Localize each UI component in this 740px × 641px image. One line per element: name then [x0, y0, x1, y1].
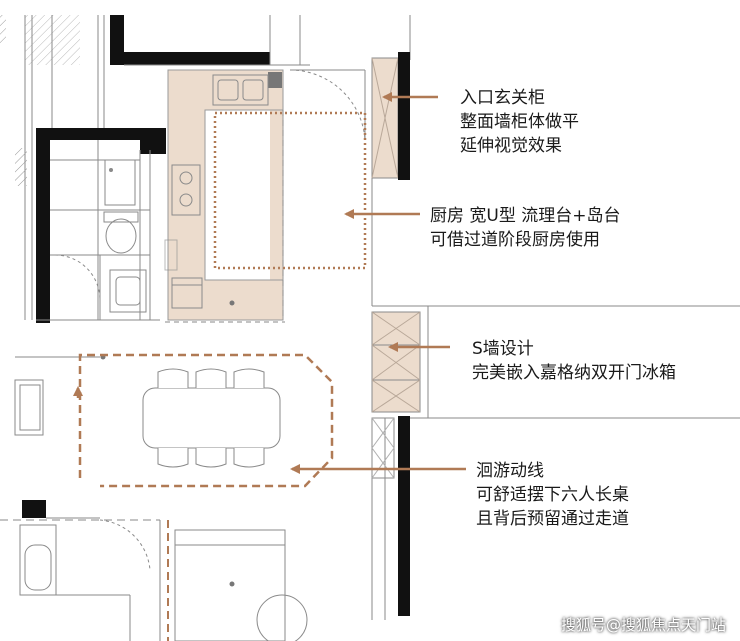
chair-icon	[157, 448, 189, 468]
sink-icon	[212, 74, 269, 106]
oven-icon	[171, 277, 203, 309]
annotation-line: 可舒适摆下六人长桌	[476, 485, 629, 505]
kitchen-counter	[165, 69, 285, 323]
watermark: 搜狐号@搜狐焦点天门站	[560, 616, 726, 634]
annotation-line: 完美嵌入嘉格纳双开门冰箱	[472, 363, 676, 383]
annotation-line: 可借过道阶段厨房使用	[430, 230, 600, 250]
bedroom-bottom	[0, 519, 308, 641]
hatched-wall-top-left	[0, 15, 80, 320]
entry-cabinet	[371, 52, 410, 180]
dining-table	[142, 368, 281, 468]
toilet-icon	[103, 211, 139, 254]
annotation-line: 厨房 宽U型 流理台+岛台	[430, 206, 621, 226]
annotation-line: 且背后预留通过走道	[476, 509, 629, 529]
annotation-line: 整面墙柜体做平	[460, 112, 579, 132]
chair-icon	[195, 368, 227, 388]
annotation-entry-cabinet: 入口玄关柜 整面墙柜体做平 延伸视觉效果	[460, 86, 579, 158]
annotation-kitchen: 厨房 宽U型 流理台+岛台 可借过道阶段厨房使用	[430, 204, 621, 252]
washbasin-icon	[109, 239, 178, 313]
top-wall	[97, 15, 411, 320]
stove-icon	[171, 164, 201, 216]
bathroom	[15, 128, 166, 323]
annotation-line: 洄游动线	[476, 461, 544, 481]
chair-icon	[195, 448, 227, 468]
annotation-line: S墙设计	[472, 339, 534, 359]
chair-icon	[233, 368, 265, 388]
left-wall-lower	[14, 354, 106, 519]
annotation-circulation: 洄游动线 可舒适摆下六人长桌 且背后预留通过走道	[476, 459, 629, 531]
annotation-line: 延伸视觉效果	[460, 136, 562, 156]
chair-icon	[233, 448, 265, 468]
annotation-line: 入口玄关柜	[460, 88, 545, 108]
annotation-s-wall: S墙设计 完美嵌入嘉格纳双开门冰箱	[472, 337, 676, 385]
refrigerator	[371, 311, 421, 479]
chair-icon	[157, 368, 189, 388]
kitchen-island-outline	[213, 111, 367, 270]
entry-door	[289, 69, 366, 141]
circulation-route	[73, 353, 334, 488]
